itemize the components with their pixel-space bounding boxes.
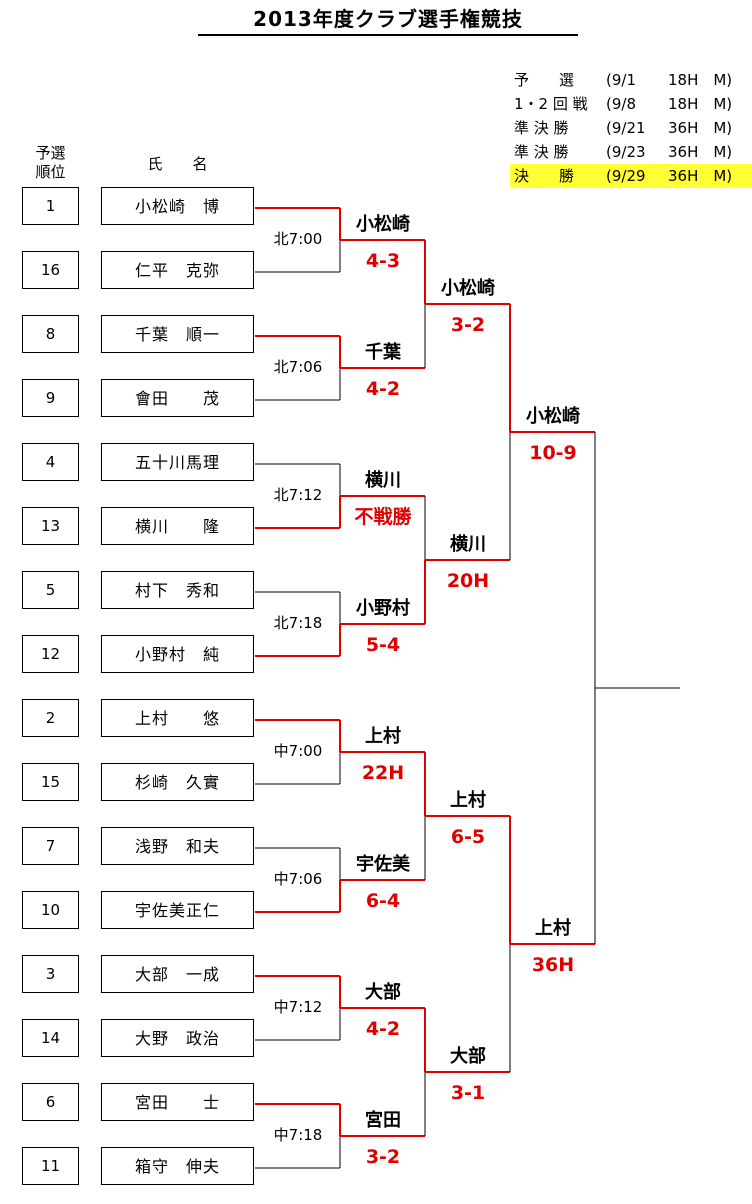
schedule-round: 1・2 回 戦 [514,95,588,113]
seed-box: 5 [22,571,79,609]
round1-score: 4-2 [365,1018,401,1040]
schedule-date: (9/21 [606,119,646,137]
tee-time: 北7:00 [259,230,337,248]
page-title: 2013年度クラブ選手権競技 [198,6,578,36]
round1-score: 6-4 [365,890,401,912]
player-name-box: 小松崎 博 [101,187,254,225]
schedule-row: 予 選 (9/1 18H M) [510,68,752,92]
round1-winner: 横川 [365,470,401,491]
seed-header: 予選 順位 [35,144,66,181]
round1-winner: 上村 [365,726,401,747]
seed-box: 4 [22,443,79,481]
schedule-round: 決 勝 [514,167,575,185]
tee-time: 北7:12 [259,486,337,504]
seed-box: 8 [22,315,79,353]
tee-time: 北7:06 [259,358,337,376]
seed-box: 3 [22,955,79,993]
seed-box: 2 [22,699,79,737]
seed-box: 10 [22,891,79,929]
round1-score: 5-4 [365,634,401,656]
schedule-row: 1・2 回 戦 (9/8 18H M) [510,92,752,116]
schedule-row: 準 決 勝 (9/21 36H M) [510,116,752,140]
player-name-box: 大部 一成 [101,955,254,993]
schedule-holes: 36H M) [668,167,733,185]
round2-score: 3-1 [450,1082,486,1104]
round1-winner: 宮田 [365,1110,401,1131]
schedule-date: (9/1 [606,71,636,89]
schedule-round: 準 決 勝 [514,143,569,161]
round1-winner: 小松崎 [356,214,410,235]
seed-box: 15 [22,763,79,801]
seed-box: 9 [22,379,79,417]
round1-score: 不戦勝 [354,506,412,528]
player-name-box: 小野村 純 [101,635,254,673]
player-name-box: 宮田 士 [101,1083,254,1121]
schedule-date: (9/8 [606,95,636,113]
semifinal-winner: 上村 [535,918,571,939]
seed-box: 7 [22,827,79,865]
schedule-row: 決 勝 (9/29 36H M) [510,164,752,188]
tee-time: 中7:00 [259,742,337,760]
tee-time: 中7:06 [259,870,337,888]
schedule-date: (9/23 [606,143,646,161]
player-name-box: 浅野 和夫 [101,827,254,865]
seed-box: 11 [22,1147,79,1185]
schedule-holes: 18H M) [668,71,733,89]
seed-box: 6 [22,1083,79,1121]
round1-winner: 千葉 [365,342,401,363]
round1-winner: 小野村 [356,598,410,619]
round2-score: 20H [446,570,490,592]
round2-winner: 小松崎 [441,278,495,299]
seed-box: 16 [22,251,79,289]
round1-score: 3-2 [365,1146,401,1168]
schedule-holes: 36H M) [668,143,733,161]
round1-winner: 大部 [365,982,401,1003]
round2-winner: 大部 [450,1046,486,1067]
player-name-box: 横川 隆 [101,507,254,545]
name-header: 氏 名 [147,155,208,173]
schedule-holes: 18H M) [668,95,733,113]
round2-score: 3-2 [450,314,486,336]
seed-box: 14 [22,1019,79,1057]
semifinal-score: 36H [531,954,575,976]
round2-winner: 横川 [450,534,486,555]
schedule-round: 準 決 勝 [514,119,569,137]
player-name-box: 會田 茂 [101,379,254,417]
tee-time: 中7:12 [259,998,337,1016]
round1-score: 22H [361,762,405,784]
schedule-table: 予 選 (9/1 18H M) 1・2 回 戦 (9/8 18H M) 準 決 勝 (9/21… [510,68,752,188]
tee-time: 北7:18 [259,614,337,632]
player-name-box: 千葉 順一 [101,315,254,353]
schedule-row: 準 決 勝 (9/23 36H M) [510,140,752,164]
player-name-box: 村下 秀和 [101,571,254,609]
round1-score: 4-2 [365,378,401,400]
player-name-box: 仁平 克弥 [101,251,254,289]
round2-score: 6-5 [450,826,486,848]
seed-box: 12 [22,635,79,673]
semifinal-winner: 小松崎 [526,406,580,427]
semifinal-score: 10-9 [529,442,577,464]
seed-box: 13 [22,507,79,545]
player-name-box: 杉崎 久實 [101,763,254,801]
round1-winner: 宇佐美 [356,854,410,875]
player-name-box: 宇佐美正仁 [101,891,254,929]
player-name-box: 上村 悠 [101,699,254,737]
player-name-box: 箱守 伸夫 [101,1147,254,1185]
round2-winner: 上村 [450,790,486,811]
schedule-date: (9/29 [606,167,646,185]
schedule-holes: 36H M) [668,119,733,137]
tee-time: 中7:18 [259,1126,337,1144]
player-name-box: 五十川馬理 [101,443,254,481]
round1-score: 4-3 [365,250,401,272]
player-name-box: 大野 政治 [101,1019,254,1057]
seed-box: 1 [22,187,79,225]
schedule-round: 予 選 [514,71,575,89]
